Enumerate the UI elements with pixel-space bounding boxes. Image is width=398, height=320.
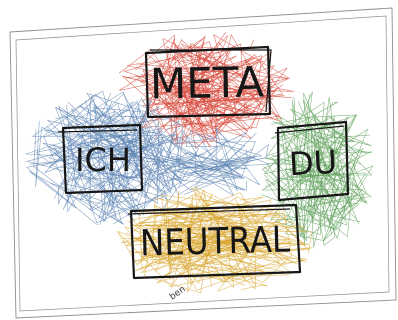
scribble-meta-stroke (145, 67, 288, 119)
scribble-ich-stroke (33, 93, 162, 198)
scribble-neutral-stroke (128, 211, 281, 269)
scribble-du-stroke (318, 141, 364, 232)
scribble-du (261, 91, 374, 248)
box-meta: META (144, 45, 272, 119)
scribble-neutral-stroke (134, 194, 282, 272)
scribble-ich-stroke (71, 105, 169, 223)
scribble-center-stroke (170, 138, 248, 191)
scribble-du-stroke (294, 120, 372, 222)
paper-frame (9, 7, 397, 319)
scribble-ich-stroke (33, 121, 159, 222)
scribble-du-stroke (307, 122, 352, 248)
scribble-meta (118, 31, 295, 149)
scribble-center-stroke (162, 151, 269, 182)
scribble-ich-stroke (25, 118, 173, 163)
box-ich-frame-sketch (57, 129, 138, 133)
box-ich-label: ICH (75, 141, 131, 179)
scribble-neutral-stroke (144, 209, 303, 294)
scribble-neutral-stroke (185, 199, 290, 278)
scribble-ich-stroke (46, 125, 155, 221)
box-du-frame-sketch (274, 125, 345, 134)
scribble-neutral-stroke (140, 212, 284, 283)
scribble-neutral-stroke (152, 207, 313, 283)
scribble-center-stroke (160, 148, 253, 196)
box-neutral-frame (129, 203, 302, 280)
scribble-center-stroke (163, 129, 233, 176)
box-ich: ICH (57, 123, 144, 195)
scribble-du-stroke (262, 116, 364, 240)
scribble-center (148, 126, 270, 196)
scribble-meta-stroke (127, 39, 255, 95)
paper-border-inner (15, 15, 390, 312)
scribble-meta-stroke (153, 46, 234, 139)
box-ich-frame (61, 123, 144, 195)
scribble-du-stroke (276, 126, 374, 231)
scribble-neutral-stroke (122, 185, 269, 286)
scribble-meta-stroke (136, 56, 290, 145)
scribble-neutral-stroke (140, 219, 257, 290)
box-du-frame (276, 120, 350, 202)
scribble-neutral-stroke (167, 190, 298, 271)
box-du-label: DU (288, 143, 338, 183)
scribble-du-stroke (296, 106, 373, 240)
scribble-ich-stroke (42, 142, 166, 212)
scribble-meta-stroke (118, 36, 272, 102)
scribble-neutral-stroke (159, 215, 267, 292)
scribble-ich-stroke (29, 110, 181, 220)
scribble-ich-stroke (48, 101, 184, 210)
scribble-meta-stroke (146, 97, 228, 132)
scribble-ich (25, 90, 186, 226)
scribble-neutral-stroke (125, 231, 268, 291)
scribble-du-stroke (280, 116, 351, 214)
scribble-du-stroke (263, 114, 331, 177)
scribble-ich-stroke (59, 97, 182, 225)
scribble-meta-stroke (123, 49, 252, 128)
scribble-center-stroke (151, 126, 260, 192)
scribble-du-stroke (272, 117, 367, 204)
scribble-ich-stroke (44, 93, 177, 189)
scribble-center-stroke (154, 141, 262, 183)
scribble-du-stroke (261, 121, 372, 230)
scribble-ich-stroke (61, 113, 186, 226)
scribble-neutral-stroke (125, 197, 286, 264)
box-neutral-label: NEUTRAL (139, 220, 290, 265)
scribble-meta-stroke (135, 34, 238, 144)
box-neutral-frame-sketch (127, 208, 291, 215)
artist-signature: ben (168, 285, 188, 303)
scribble-neutral-stroke (126, 210, 285, 252)
scribble-ich-stroke (31, 90, 166, 210)
scribble-ich-stroke (64, 91, 174, 212)
box-meta-frame (144, 45, 272, 119)
scribble-du-stroke (277, 96, 315, 246)
scribble-ich-stroke (48, 102, 141, 180)
paper-border-outer (9, 7, 397, 319)
box-du: DU (274, 120, 350, 202)
box-meta-label: META (150, 58, 265, 109)
scribble-neutral-stroke (116, 192, 273, 288)
scribble-meta-stroke (179, 76, 258, 148)
scribble-meta-stroke (181, 31, 284, 142)
box-neutral: NEUTRAL (127, 203, 302, 280)
box-meta-frame-sketch (150, 49, 272, 113)
scribble-ich-stroke (28, 99, 151, 225)
